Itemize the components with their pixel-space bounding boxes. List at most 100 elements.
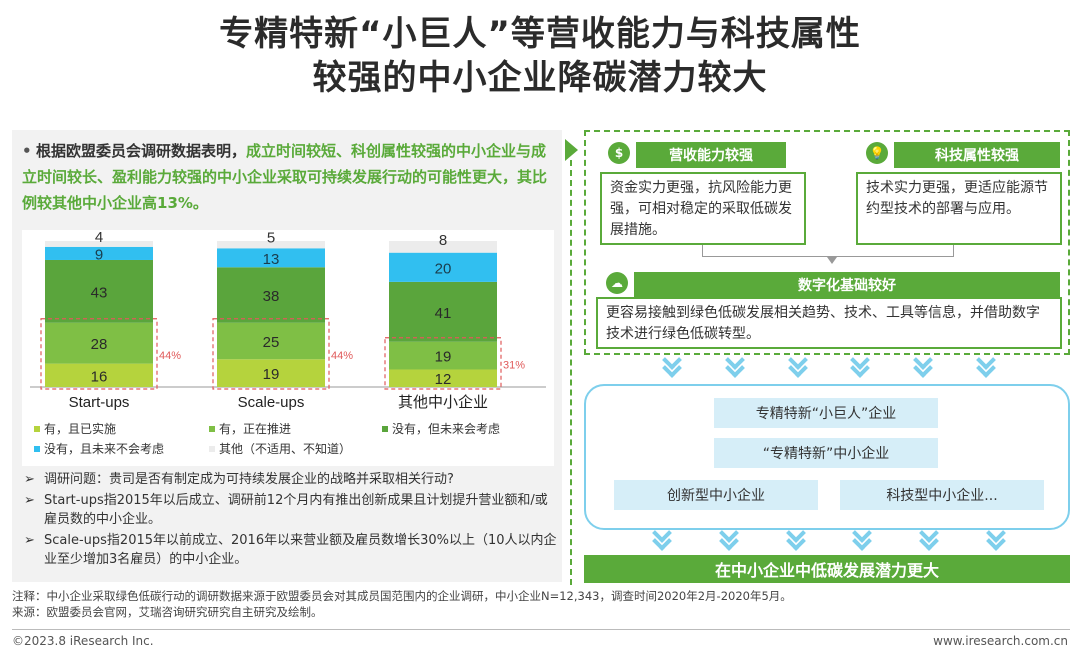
note-text: 调研问题：贵司是否有制定成为可持续发展企业的战略并采取相关行动? (44, 472, 454, 487)
category-label: 其他中小企业 (398, 393, 488, 411)
tier-little-giant: 专精特新“小巨人”企业 (714, 398, 938, 428)
legend-item-will-not-consider: 没有，且未来不会考虑 (34, 440, 164, 457)
bar-value-label: 4 (95, 230, 103, 246)
bar-segment (45, 241, 153, 247)
chevron-down-icon (786, 350, 812, 379)
left-panel: •根据欧盟委员会调研数据表明，成立时间较短、科创属性较强的中小企业与成立时间较长… (12, 130, 562, 582)
footnote-note: 注释：中小企业采取绿色低碳行动的调研数据来源于欧盟委员会对其成员国范围内的企业调… (12, 589, 792, 603)
bar-segment (45, 246, 153, 260)
chevron-down-icon (723, 350, 749, 379)
legend-swatch-will-not-consider (34, 445, 40, 452)
chevron-down-icon (660, 350, 686, 379)
tech-attribute-text: 技术实力更强，更适应能源节约型技术的部署与应用。 (856, 172, 1062, 245)
highlight-box (212, 318, 330, 390)
chevron-down-icon (848, 350, 874, 379)
lightbulb-icon: 💡 (866, 142, 888, 164)
bar-segment (217, 322, 325, 360)
page-title: 专精特新“小巨人”等营收能力与科技属性 较强的中小企业降碳潜力较大 (0, 12, 1080, 100)
connector-arrow-icon (827, 257, 837, 264)
bar-value-label: 8 (439, 232, 447, 249)
factors-panel: $ 营收能力较强 资金实力更强，抗风险能力更强，可相对稳定的采取低碳发展措施。 … (584, 130, 1070, 355)
bar-segment (389, 252, 497, 282)
bar-value-label: 12 (435, 371, 452, 388)
legend-label-implemented: 有，且已实施 (44, 422, 117, 436)
legend-swatch-will-consider (382, 425, 388, 432)
intro-bullet: •根据欧盟委员会调研数据表明，成立时间较短、科创属性较强的中小企业与成立时间较长… (22, 138, 552, 216)
bar-segment (217, 359, 325, 387)
bar-segment (217, 248, 325, 268)
conclusion-bar: 在中小企业中低碳发展潜力更大 (584, 555, 1070, 583)
footnote-source: 来源：欧盟委员会官网，艾瑞咨询研究研究自主研究及绘制。 (12, 605, 323, 619)
title-line-1: 专精特新“小巨人”等营收能力与科技属性 (219, 14, 861, 54)
bar-value-label: 19 (435, 349, 452, 366)
dashed-divider (570, 160, 572, 585)
bar-segment (217, 267, 325, 323)
chevron-down-icon (850, 523, 876, 554)
revenue-capability-text: 资金实力更强，抗风险能力更强，可相对稳定的采取低碳发展措施。 (600, 172, 806, 245)
bar-segment (389, 281, 497, 342)
legend-item-other: 其他（不适用、不知道） (209, 440, 351, 457)
legend-swatch-implemented (34, 425, 40, 432)
highlight-box (40, 318, 158, 390)
bar-value-label: 25 (263, 334, 280, 351)
annotation-label: 44% (331, 350, 353, 362)
chevron-down-icon (717, 523, 743, 554)
right-pointer-arrow-icon (565, 139, 578, 161)
money-bag-icon: $ (608, 142, 630, 164)
digital-foundation-text: 更容易接触到绿色低碳发展相关趋势、技术、工具等信息，并借助数字技术进行绿色低碳转… (596, 297, 1062, 349)
note-item: ➢ 调研问题：贵司是否有制定成为可持续发展企业的战略并采取相关行动? (22, 470, 557, 489)
legend-item-implemented: 有，且已实施 (34, 420, 116, 437)
bar-segment (389, 369, 497, 387)
legend-swatch-in-progress (209, 425, 215, 432)
legend-label-other: 其他（不适用、不知道） (219, 442, 352, 456)
annotation-label: 31% (503, 359, 525, 371)
highlight-box (384, 337, 502, 390)
category-label: Scale-ups (238, 394, 305, 411)
annotation-label: 44% (159, 350, 181, 362)
tier-tech-based: 科技型中小企业... (840, 480, 1044, 510)
note-text: Start-ups指2015年以后成立、调研前12个月内有推出创新成果且计划提升… (44, 493, 548, 527)
cloud-icon: ☁ (606, 272, 628, 294)
legend-swatch-other (209, 445, 215, 452)
chart-svg: 1628439444%Start-ups19253813544%Scale-up… (30, 230, 546, 411)
chevron-down-icon (911, 350, 937, 379)
note-item: ➢ Scale-ups指2015年以前成立、2016年以来营业额及雇员数增长30… (22, 531, 557, 569)
tier-innovative: 创新型中小企业 (614, 480, 818, 510)
bar-value-label: 43 (91, 284, 108, 301)
bar-segment (45, 259, 153, 323)
footer-divider (12, 629, 1070, 630)
footnote: 注释：中小企业采取绿色低碳行动的调研数据来源于欧盟委员会对其成员国范围内的企业调… (12, 588, 1072, 620)
bar-value-label: 13 (263, 251, 280, 268)
bar-value-label: 20 (435, 260, 452, 277)
intro-plain-text: 根据欧盟委员会调研数据表明， (36, 142, 247, 160)
bar-segment (389, 241, 497, 253)
bar-value-label: 5 (267, 230, 275, 247)
bar-segment (217, 241, 325, 249)
tech-attribute-label: 科技属性较强 (894, 142, 1060, 168)
bar-value-label: 9 (95, 246, 103, 263)
legend-item-will-consider: 没有，但未来会考虑 (382, 420, 500, 437)
chevron-down-icon (917, 523, 943, 554)
note-item: ➢ Start-ups指2015年以后成立、调研前12个月内有推出创新成果且计划… (22, 491, 557, 529)
note-text: Scale-ups指2015年以前成立、2016年以来营业额及雇员数增长30%以… (44, 533, 557, 567)
copyright: ©2023.8 iResearch Inc. (12, 634, 154, 648)
legend-label-will-consider: 没有，但未来会考虑 (392, 422, 501, 436)
website-url: www.iresearch.com.cn (933, 634, 1068, 648)
bar-value-label: 16 (91, 368, 108, 385)
connector-bracket (702, 245, 954, 257)
bar-segment (389, 341, 497, 370)
bullet-dot: • (22, 142, 32, 160)
bar-segment (45, 322, 153, 364)
arrow-bullet-icon: ➢ (24, 533, 35, 548)
tier-specialized: “专精特新”中小企业 (714, 438, 938, 468)
bar-value-label: 28 (91, 336, 108, 353)
legend-item-in-progress: 有，正在推进 (209, 420, 291, 437)
enterprise-tiers-panel: 专精特新“小巨人”企业 “专精特新”中小企业 创新型中小企业 科技型中小企业..… (584, 384, 1070, 530)
chevron-down-icon (984, 523, 1010, 554)
chevron-down-icon (974, 350, 1000, 379)
bar-value-label: 19 (263, 366, 280, 383)
arrow-bullet-icon: ➢ (24, 472, 35, 487)
down-chevrons-bottom (650, 523, 1010, 554)
down-chevrons-top (660, 350, 1000, 379)
